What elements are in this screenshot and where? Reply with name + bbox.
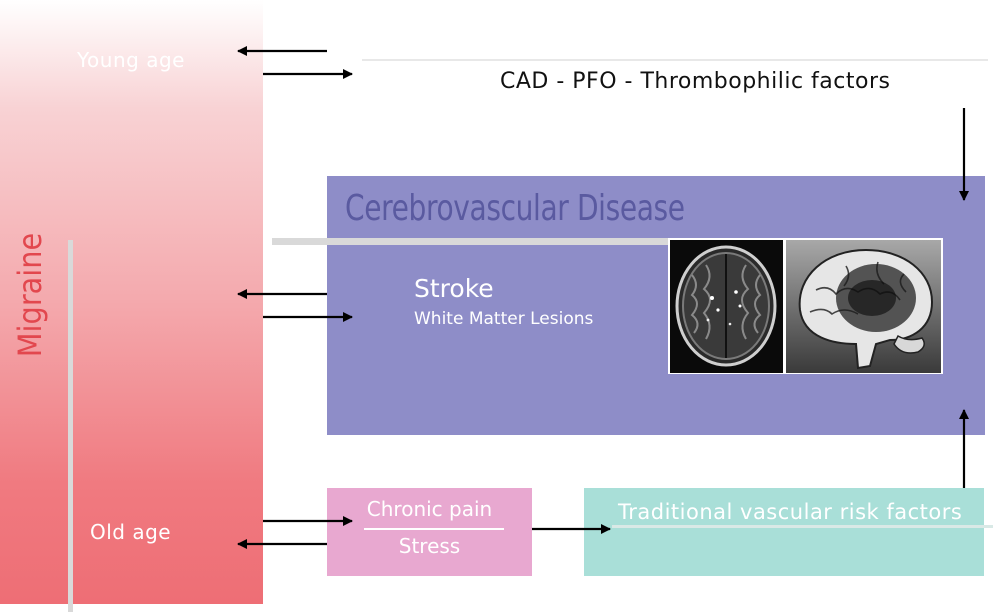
migraine-age-gradient-bar	[0, 0, 263, 604]
traditional-risk-factors-label: Traditional vascular risk factors	[618, 500, 963, 524]
chronic-pain-separator	[364, 528, 504, 530]
traditional-risk-factors-box	[584, 488, 984, 576]
young-age-label: Young age	[77, 48, 185, 72]
brain-mri-image	[670, 240, 783, 373]
cerebrovascular-title-underline	[272, 238, 670, 245]
brain-lateral-illustration	[786, 240, 941, 373]
migraine-divider-line	[68, 240, 73, 612]
chronic-pain-stress-box	[327, 488, 532, 576]
old-age-label: Old age	[90, 520, 172, 544]
stress-label: Stress	[398, 534, 461, 558]
cerebrovascular-disease-title: Cerebrovascular Disease	[345, 188, 685, 229]
traditional-risk-factors-underline	[612, 525, 993, 528]
chronic-pain-label: Chronic pain	[366, 497, 493, 521]
top-divider-line	[362, 59, 988, 61]
cad-pfo-thrombophilic-label: CAD - PFO - Thrombophilic factors	[500, 69, 891, 94]
white-matter-lesions-label: White Matter Lesions	[414, 309, 594, 329]
stroke-label: Stroke	[414, 274, 494, 303]
